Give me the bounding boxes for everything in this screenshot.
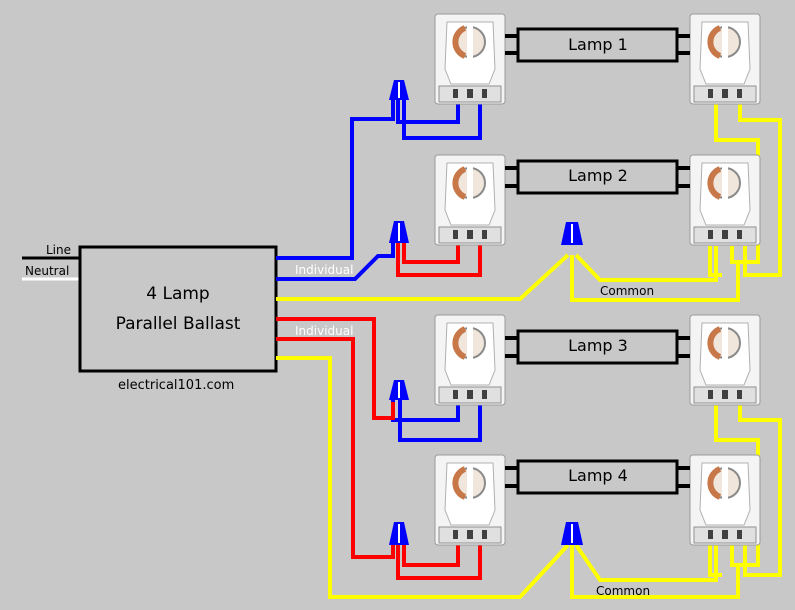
socket-lamp4-right [690,455,760,545]
connector-lamp1 [389,80,409,100]
line-label: Line [46,243,72,257]
socket-lamp2-right [690,155,760,245]
connector-lamp2 [389,221,409,243]
socket-lamp2-left [435,155,505,245]
lamp-4-label: Lamp 4 [568,466,628,485]
lamp-2-label: Lamp 2 [568,166,628,185]
wire-connectors [389,80,583,545]
common-label-bottom: Common [596,584,651,598]
individual-label-top: Individual [295,263,354,277]
connector-lamp3 [389,380,409,400]
socket-lamp4-left [435,455,505,545]
lamp-1-label: Lamp 1 [568,35,628,54]
ballast-title-line1: 4 Lamp [146,284,210,304]
lamp-3-label: Lamp 3 [568,336,628,355]
supply-wires [22,256,80,281]
socket-lamp3-right [690,315,760,405]
connector-lamp4 [389,522,409,545]
socket-lamp3-left [435,315,505,405]
neutral-label: Neutral [25,264,70,278]
credit-text: electrical101.com [118,378,235,393]
lamp-1-tube [505,27,690,63]
individual-label-bottom: Individual [295,324,354,338]
lamp-3-tube [505,329,690,365]
ballast-box [78,245,278,373]
common-label-top: Common [600,284,655,298]
red-wires [276,243,482,580]
connector-common-top [561,222,583,245]
socket-lamp1-left [435,14,505,104]
lamp-2-tube [505,159,690,195]
ballast-title-line2: Parallel Ballast [115,314,241,334]
lamp-tubes [505,27,690,495]
socket-lamp1-right [690,14,760,104]
connector-common-bottom [561,522,583,545]
lamp-4-tube [505,459,690,495]
